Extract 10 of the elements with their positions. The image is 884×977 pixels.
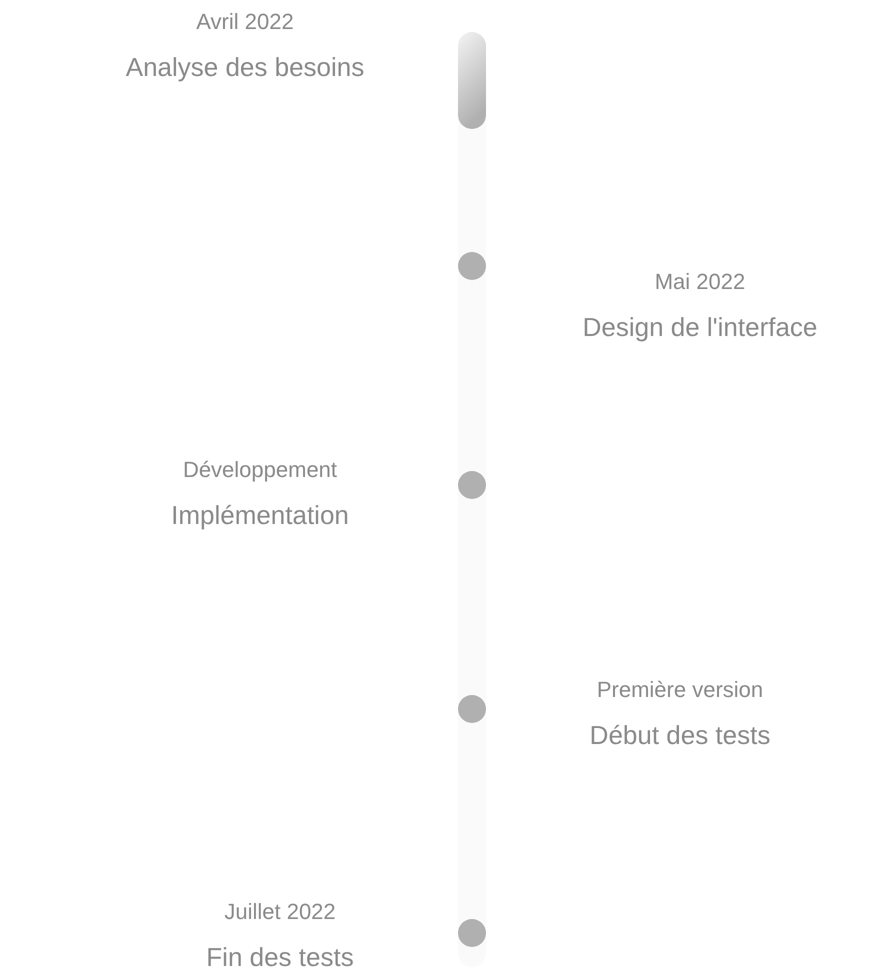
phase-date: Mai 2022 — [654, 268, 746, 296]
phase-title: Design de l'interface — [582, 311, 818, 344]
phase-title: Fin des tests — [205, 941, 355, 974]
phase-title: Implémentation — [170, 499, 350, 532]
phase-title: Analyse des besoins — [124, 51, 366, 84]
phase-date: Juillet 2022 — [223, 898, 337, 926]
phase-date: Première version — [596, 676, 764, 704]
phase-date: Développement — [182, 456, 338, 484]
phase-date: Avril 2022 — [195, 8, 295, 36]
phase-title: Début des tests — [588, 719, 772, 752]
